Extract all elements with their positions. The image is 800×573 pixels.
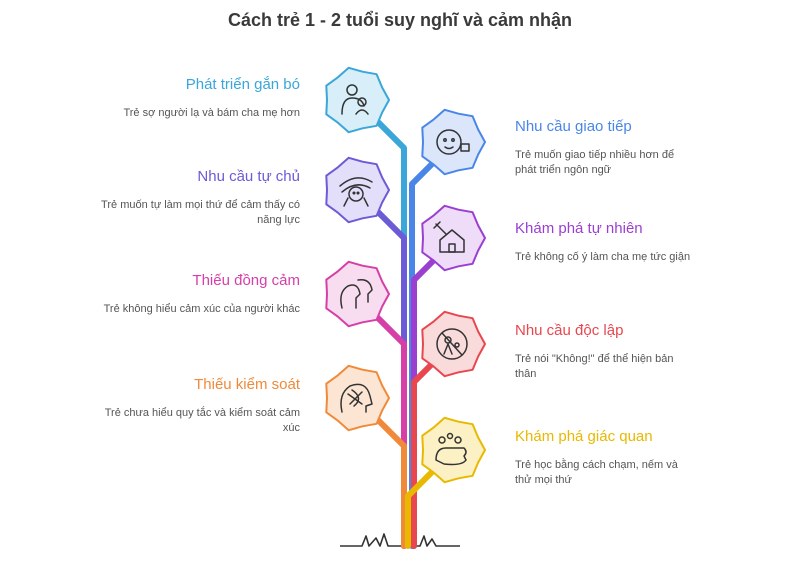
house-hammer-icon <box>433 221 465 253</box>
head-tangle-icon <box>340 383 373 413</box>
label-description: Trẻ sợ người lạ và bám cha mẹ hơn <box>123 107 300 119</box>
label-description: Trẻ muốn giao tiếp nhiều hơn để phát tri… <box>515 149 675 176</box>
label-heading: Nhu cầu giao tiếp <box>515 118 632 135</box>
stem-3 <box>353 187 407 549</box>
leaf-4 <box>421 204 486 272</box>
label-description: Trẻ không cố ý làm cha mẹ tức giận <box>515 251 691 263</box>
label-heading: Khám phá tự nhiên <box>515 220 643 237</box>
leaf-8 <box>421 416 486 484</box>
label-description: Trẻ chưa hiểu quy tắc và kiểm soát cảm x… <box>104 407 300 434</box>
label-heading: Nhu cầu độc lập <box>515 322 624 339</box>
hand-wash-icon <box>435 432 467 466</box>
leaf-2 <box>421 108 486 176</box>
leaf-3 <box>325 156 390 224</box>
label-heading: Thiếu đồng cảm <box>192 272 300 289</box>
no-sign-icon <box>436 328 468 360</box>
label-description: Trẻ học bằng cách chạm, nếm và thử mọi t… <box>515 459 678 486</box>
label-description: Trẻ nói "Không!" để thể hiện bản thân <box>515 353 674 380</box>
label-description: Trẻ không hiểu cảm xúc của người khác <box>103 303 300 315</box>
leaf-7 <box>325 364 390 432</box>
child-hands-icon <box>339 177 373 207</box>
baby-talk-icon <box>436 129 470 155</box>
leaf-6 <box>421 310 486 378</box>
label-heading: Phát triển gắn bó <box>185 76 300 93</box>
leaf-5 <box>325 260 390 328</box>
label-heading: Nhu cầu tự chủ <box>197 168 300 185</box>
label-description: Trẻ muốn tự làm mọi thứ để cảm thấy có n… <box>101 199 300 226</box>
label-heading: Khám phá giác quan <box>515 428 653 445</box>
stem-4 <box>411 241 453 549</box>
ground-grass <box>340 533 460 547</box>
parent-child-icon <box>341 84 369 115</box>
page-title: Cách trẻ 1 - 2 tuổi suy nghĩ và cảm nhận <box>227 10 573 30</box>
leaf-1 <box>325 66 390 134</box>
label-heading: Thiếu kiểm soát <box>194 376 300 393</box>
two-heads-icon <box>340 278 373 309</box>
label-1: Phát triển gắn bó Trẻ sợ người lạ và bám … <box>100 76 300 121</box>
